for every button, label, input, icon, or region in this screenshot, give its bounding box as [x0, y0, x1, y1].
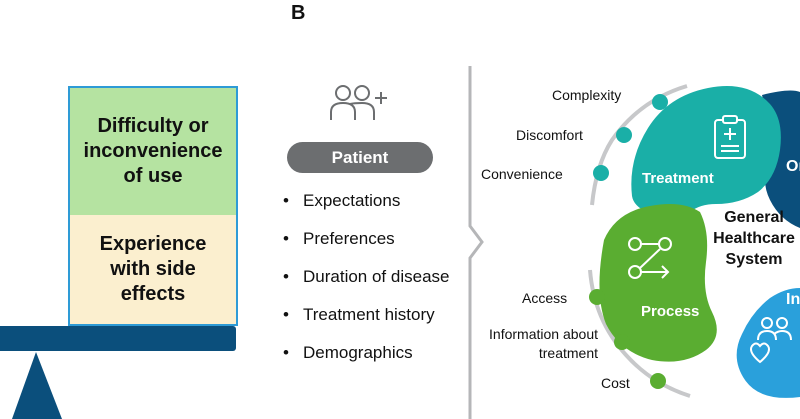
side-effects-line-1: Experience: [99, 233, 207, 255]
center-line-1: General: [724, 209, 784, 226]
difficulty-line-2: inconvenience: [83, 140, 223, 162]
patient-label: Patient: [287, 142, 433, 173]
complexity-dot: [652, 94, 668, 110]
discomfort-dot: [616, 127, 632, 143]
list-item: Demographics: [283, 342, 453, 363]
discomfort-label: Discomfort: [516, 127, 583, 143]
people-add-icon: [330, 85, 387, 120]
difficulty-line-3: of use: [123, 165, 183, 187]
list-item: Duration of disease: [283, 266, 453, 287]
patient-factor-list: Expectations Preferences Duration of dis…: [283, 190, 453, 363]
clipboard-icon: [714, 115, 746, 159]
side-effects-line-3: effects: [120, 283, 186, 305]
panel-letter: B: [291, 2, 306, 24]
difficulty-box: Difficulty or inconvenience of use: [68, 86, 238, 217]
center-line-3: System: [725, 251, 783, 268]
balance-fulcrum: [12, 352, 62, 419]
side-effects-line-2: with side: [110, 258, 196, 280]
list-item: Preferences: [283, 228, 453, 249]
convenience-label: Convenience: [481, 166, 563, 182]
treatment-shape: [631, 86, 781, 218]
treatment-label: Treatment: [642, 170, 714, 187]
interaction-label-cut: In: [786, 291, 800, 308]
flow-icon: [628, 237, 672, 279]
chevron-divider: [468, 66, 484, 419]
process-label: Process: [641, 303, 700, 320]
convenience-dot: [593, 165, 609, 181]
complexity-label: Complexity: [552, 87, 622, 103]
access-dot: [589, 289, 605, 305]
center-line-2: Healthcare: [713, 230, 795, 247]
difficulty-line-1: Difficulty or: [97, 115, 209, 137]
cost-dot: [650, 373, 666, 389]
access-label: Access: [522, 290, 568, 306]
interaction-shape: [736, 288, 800, 398]
healthcare-system-diagram: [588, 84, 800, 398]
outcome-label-cut: Or: [786, 158, 800, 175]
cost-label: Cost: [601, 375, 630, 391]
list-item: Expectations: [283, 190, 453, 211]
list-item: Treatment history: [283, 304, 453, 325]
information-dot: [614, 334, 630, 350]
outcome-shape: [762, 90, 800, 228]
general-healthcare-system-label: General Healthcare System: [694, 207, 800, 270]
people-heart-icon: [750, 317, 792, 364]
information-label: Information about treatment: [489, 326, 598, 361]
balance-beam: [0, 326, 236, 351]
side-effects-box: Experience with side effects: [68, 215, 238, 326]
